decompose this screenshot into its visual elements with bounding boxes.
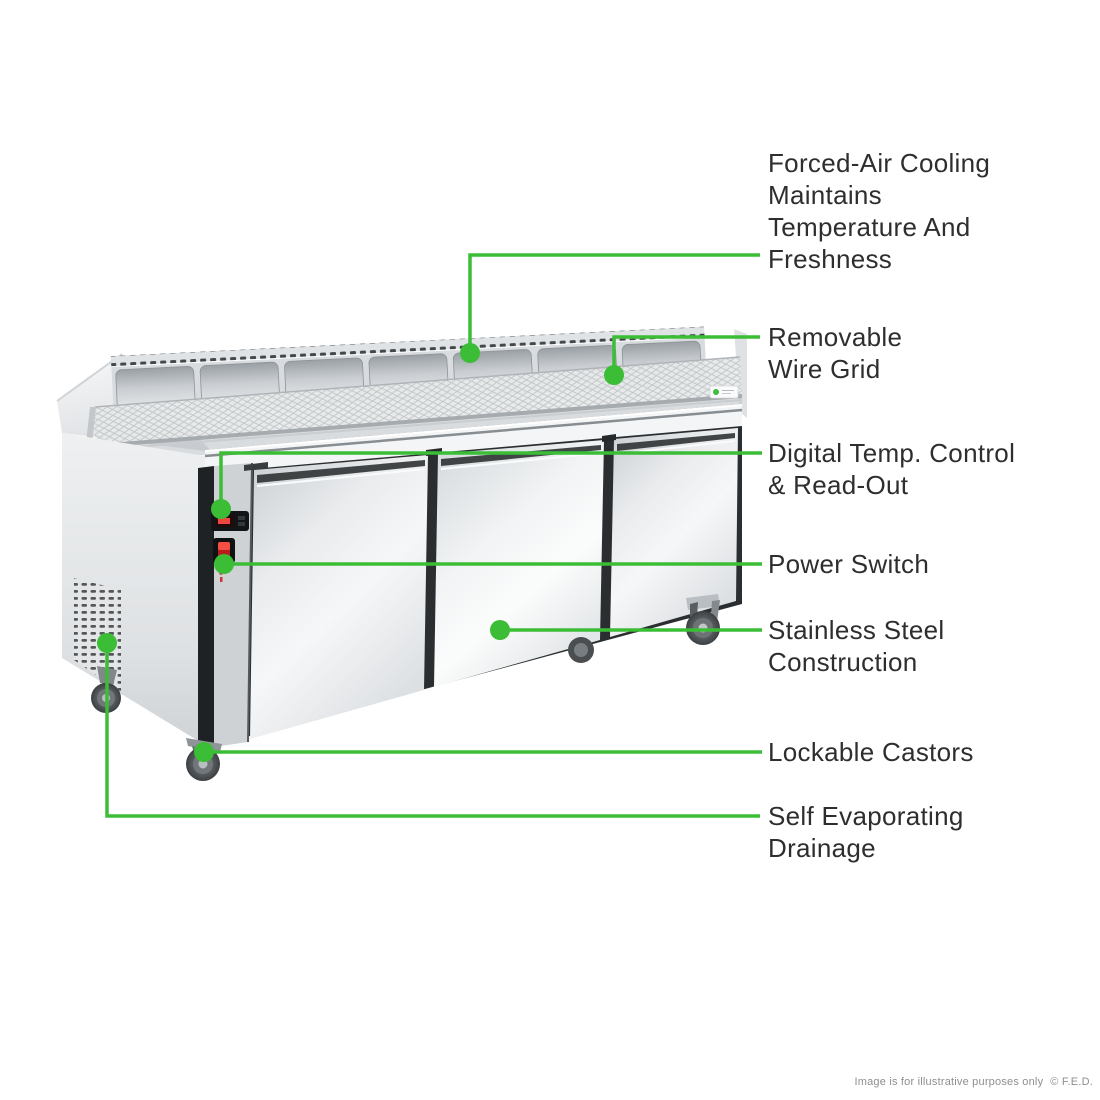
door-handle-recess bbox=[257, 460, 425, 483]
counter-top bbox=[56, 326, 747, 456]
callout-dot bbox=[214, 554, 234, 574]
callout-forced-air-cooling bbox=[460, 253, 760, 363]
door-left bbox=[250, 455, 428, 739]
callout-dot bbox=[194, 742, 214, 762]
callout-dot bbox=[97, 633, 117, 653]
callout-dot bbox=[490, 620, 510, 640]
callout-label-self-evaporating-drainage: Self Evaporating Drainage bbox=[768, 801, 964, 863]
castor-rear-middle bbox=[568, 637, 594, 663]
side-vent-grill bbox=[74, 578, 121, 692]
disclaimer-text: Image is for illustrative purposes only bbox=[854, 1076, 1044, 1088]
callout-stainless-steel bbox=[490, 620, 762, 640]
cabinet-body bbox=[62, 385, 743, 749]
callout-lockable-castors bbox=[194, 742, 762, 762]
callout-removable-wire-grid bbox=[604, 335, 760, 385]
control-pillar bbox=[214, 463, 252, 747]
callout-label-removable-wire-grid: Removable Wire Grid bbox=[768, 322, 903, 384]
callout-line bbox=[468, 253, 760, 353]
callout-label-power-switch: Power Switch bbox=[768, 549, 930, 579]
door-handle-recess bbox=[617, 433, 735, 451]
callout-label-forced-air-cooling: Forced-Air Cooling Maintains Temperature… bbox=[768, 148, 991, 274]
corner-post bbox=[198, 466, 214, 749]
callout-line bbox=[105, 643, 760, 818]
callout-dot bbox=[604, 365, 624, 385]
wire-grid bbox=[85, 356, 743, 454]
hinge bbox=[602, 434, 616, 442]
door-right bbox=[610, 428, 738, 637]
callout-label-stainless-steel: Stainless Steel Construction bbox=[768, 615, 945, 677]
callout-line bbox=[612, 335, 760, 375]
callout-power-switch bbox=[214, 554, 762, 574]
copyright-text: © F.E.D. bbox=[1050, 1076, 1093, 1088]
brand-badge bbox=[709, 385, 739, 399]
footer-disclaimer: Image is for illustrative purposes only ©… bbox=[855, 1076, 1094, 1088]
callout-label-digital-temp-control: Digital Temp. Control & Read-Out bbox=[768, 438, 1016, 500]
callout-dot bbox=[211, 499, 231, 519]
door-handle-recess bbox=[441, 445, 601, 466]
castor-front-right bbox=[686, 594, 720, 645]
callout-self-evaporating-drainage bbox=[97, 633, 760, 818]
callout-digital-temp-control bbox=[211, 451, 762, 519]
callout-connectors bbox=[97, 253, 762, 818]
latch bbox=[244, 462, 268, 471]
doors bbox=[244, 428, 738, 739]
callout-line bbox=[219, 451, 762, 509]
callout-label-lockable-castors: Lockable Castors bbox=[768, 737, 974, 767]
brand-leaf-icon bbox=[713, 389, 719, 395]
callout-dot bbox=[460, 343, 480, 363]
